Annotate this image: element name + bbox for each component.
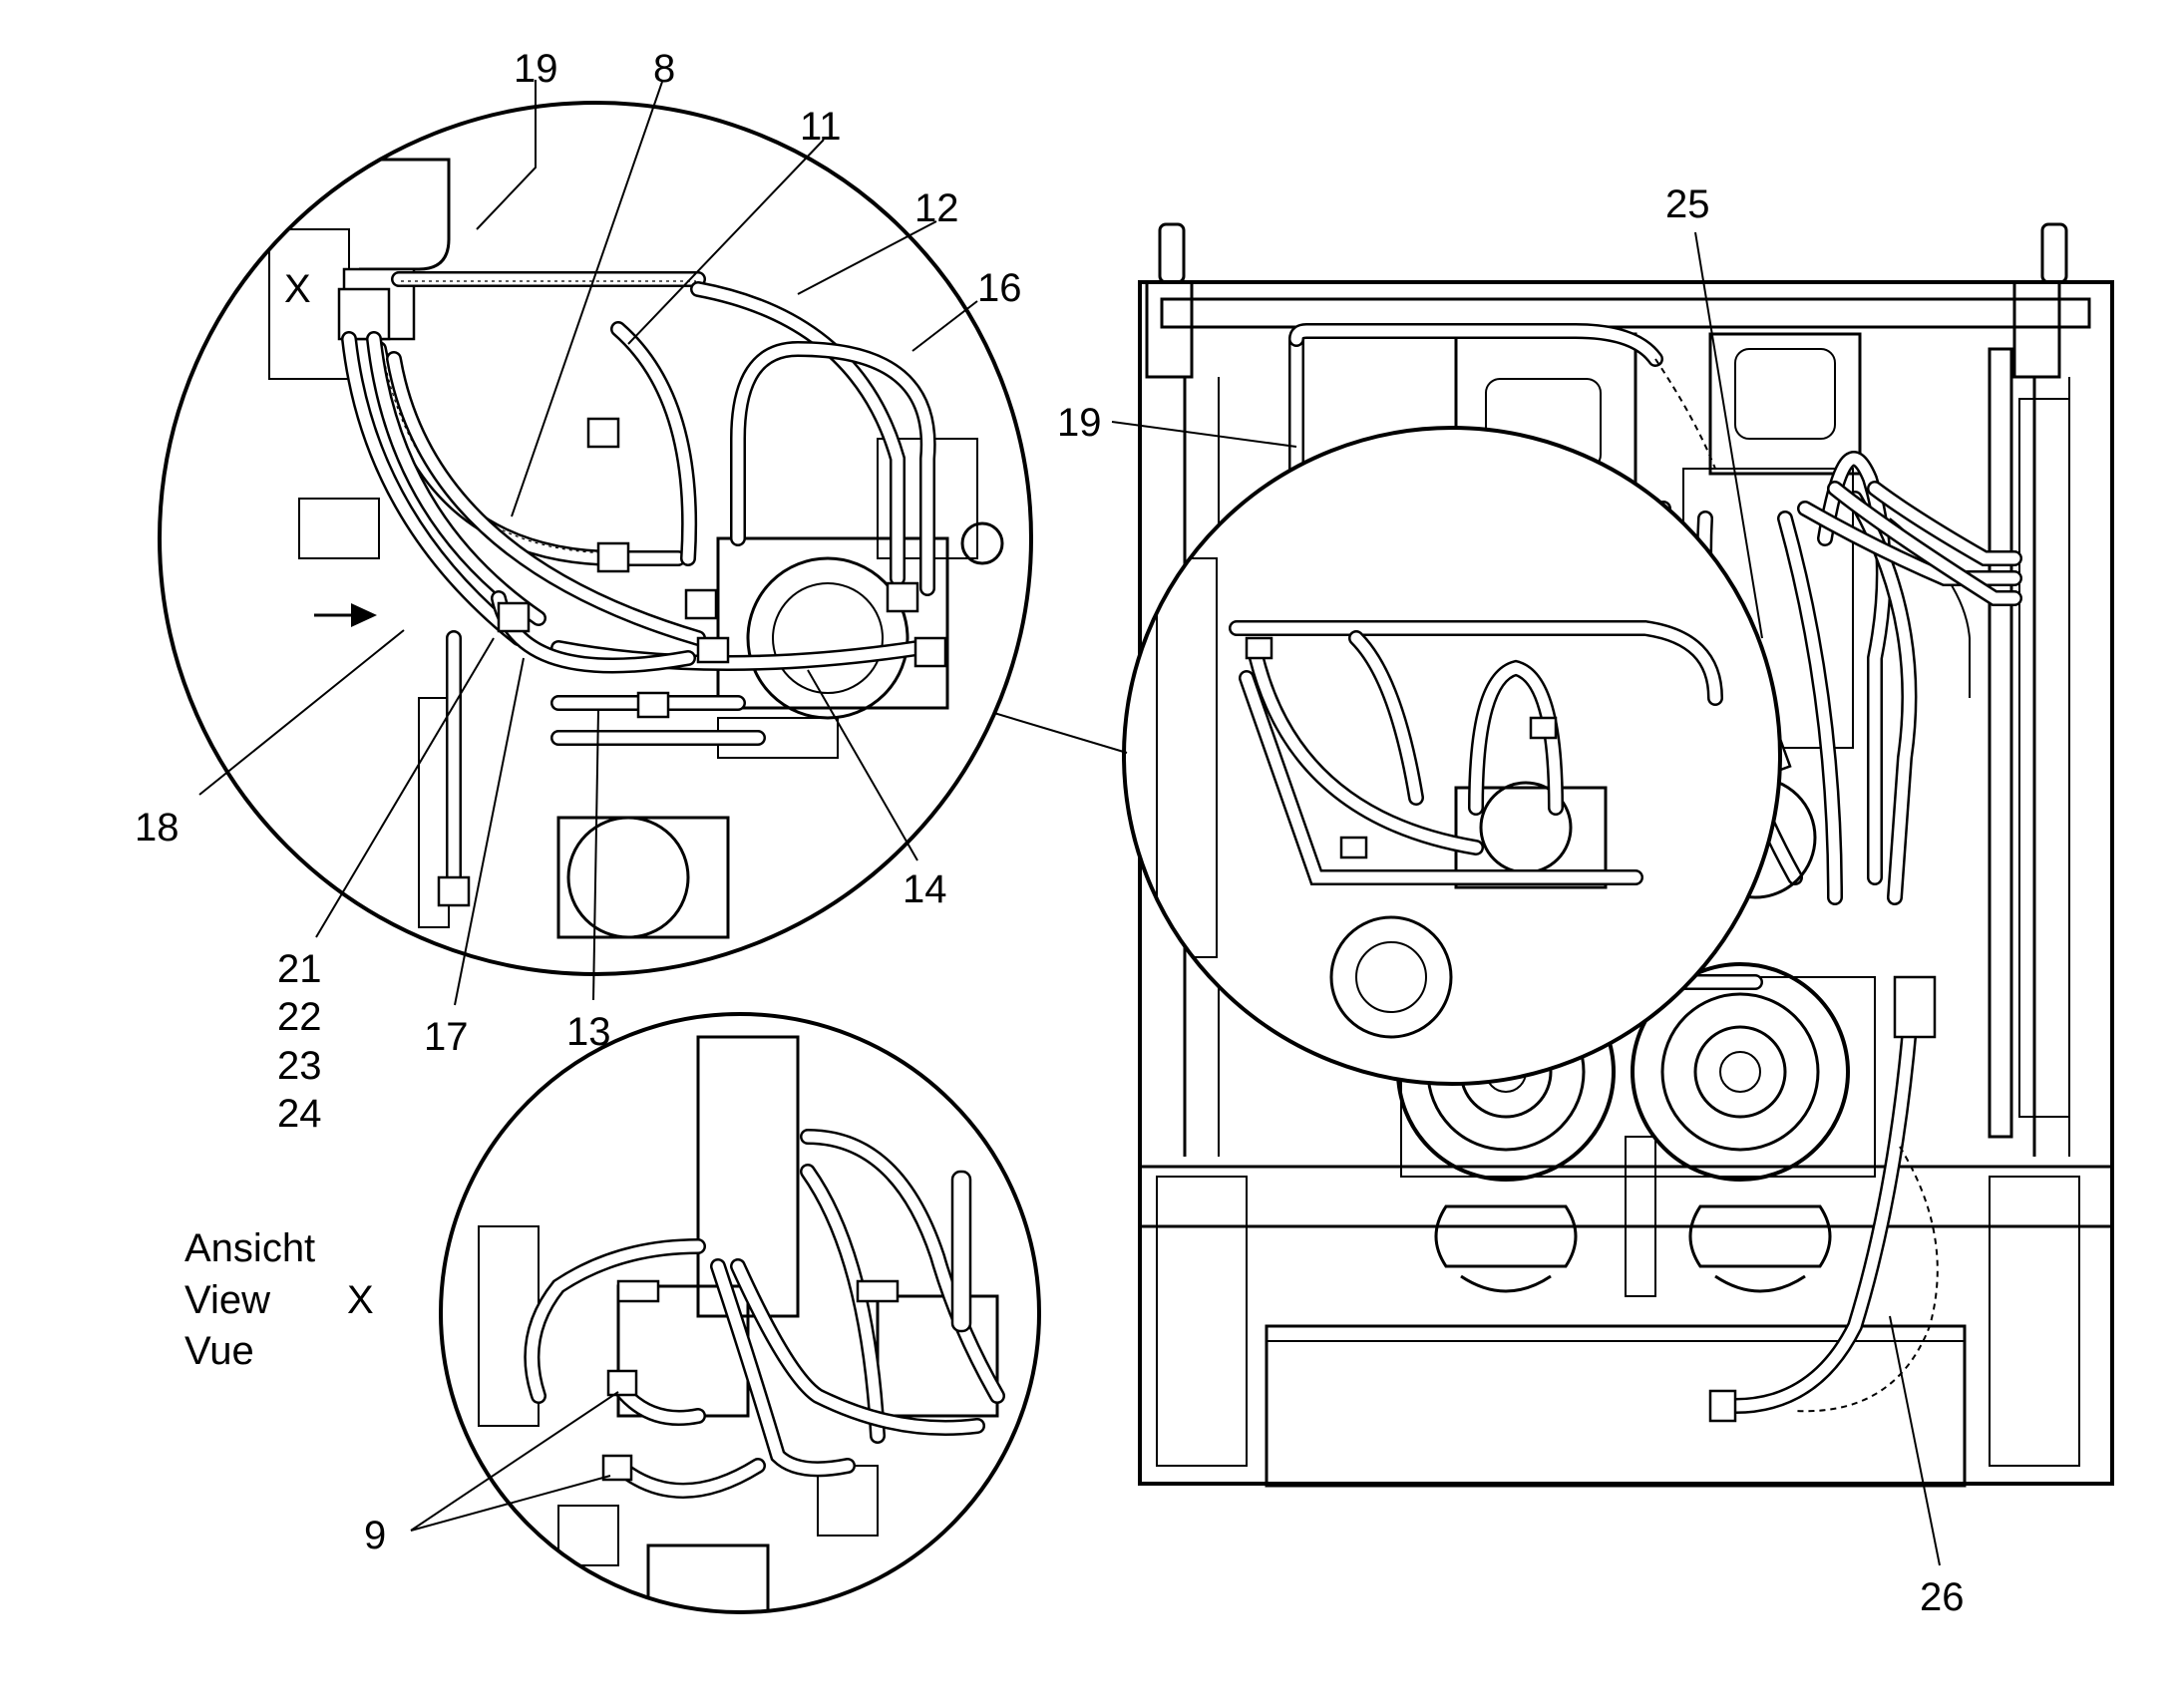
callout-24: 24: [277, 1092, 322, 1136]
callout-18: 18: [135, 806, 180, 850]
view-label-en: View: [184, 1278, 270, 1322]
lifting-eye-left: [1158, 222, 1186, 284]
detail-circle-a-outline: [158, 101, 1033, 976]
lower-tank: [1265, 1324, 1967, 1488]
callout-21: 21: [277, 947, 322, 991]
callout-8: 8: [653, 47, 675, 91]
detail-circle-c: [1122, 426, 1782, 1086]
view-label-fr: Vue: [184, 1329, 254, 1373]
detail-circle-b: [439, 1012, 1041, 1614]
callout-19-right: 19: [1057, 401, 1102, 445]
view-label-de: Ansicht: [184, 1226, 315, 1270]
top-rail: [1160, 297, 2091, 329]
callout-9: 9: [364, 1514, 386, 1557]
right-rail: [1988, 347, 2013, 1139]
callout-14: 14: [903, 867, 947, 911]
callout-12: 12: [914, 186, 959, 230]
callout-13: 13: [566, 1010, 611, 1054]
view-x-arrow: [314, 603, 377, 627]
corner-post-left: [1145, 280, 1194, 379]
corner-post-right: [2012, 280, 2061, 379]
rubber-mount-left: [1434, 1204, 1578, 1268]
view-label-letter: X: [347, 1278, 374, 1322]
callout-23: 23: [277, 1044, 322, 1088]
callout-19: 19: [514, 47, 558, 91]
callout-22: 22: [277, 995, 322, 1039]
pump-right: [1631, 962, 1850, 1182]
detail-link-line: [976, 707, 1128, 754]
callout-11: 11: [800, 105, 842, 149]
leader-lines: [198, 80, 1941, 1566]
callout-25: 25: [1665, 182, 1710, 226]
lifting-eye-right: [2040, 222, 2068, 284]
view-x-caption: Ansicht View X Vue: [184, 1226, 374, 1373]
detail-circle-a: [158, 101, 1033, 976]
callout-labels: 19 8 11 12 16 X 18 14 21 22 23 24 17 13 …: [135, 47, 1965, 1619]
detail-circle-b-outline: [439, 1012, 1041, 1614]
rubber-mount-right: [1688, 1204, 1832, 1268]
callout-17: 17: [424, 1015, 469, 1059]
valve-block-main: [716, 536, 949, 710]
view-x-letter: X: [284, 267, 311, 311]
callout-16: 16: [977, 266, 1022, 310]
detail-circle-c-outline: [1122, 426, 1782, 1086]
outer-frame: [1138, 280, 2114, 1486]
callout-26: 26: [1920, 1575, 1965, 1619]
